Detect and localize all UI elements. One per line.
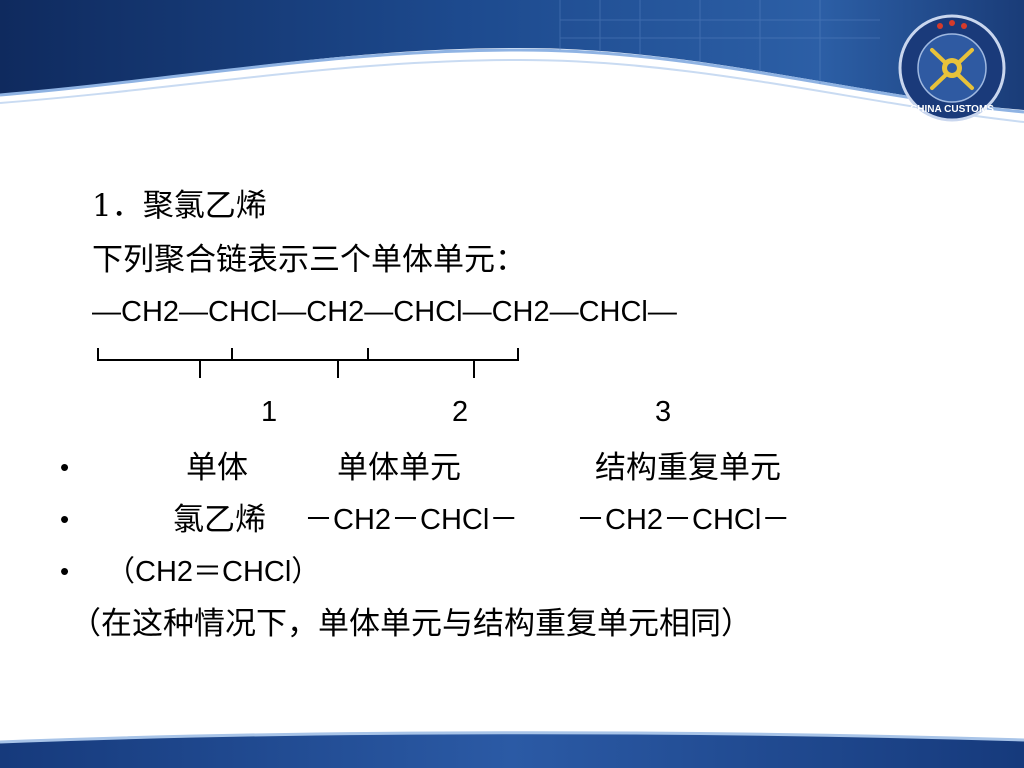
unit-bracket <box>97 348 519 378</box>
note: （在这种情况下，单体单元与结构重复单元相同） <box>70 606 752 642</box>
unit-number-1: 1 <box>261 396 278 428</box>
header-monomer: 单体 <box>186 450 248 486</box>
repeat-unit-formula: －CH2－CHCl－ <box>576 504 791 536</box>
header-repeat-unit: 结构重复单元 <box>595 450 781 486</box>
bullet-2: • <box>60 504 70 534</box>
top-banner <box>0 0 1024 123</box>
monomer-formula: （CH2＝CHCl） <box>106 556 321 588</box>
china-customs-logo: CHINA CUSTOMS <box>898 14 1006 122</box>
bullet-3: • <box>60 556 70 586</box>
monomer-name: 氯乙烯 <box>173 502 266 538</box>
unit-number-2: 2 <box>452 396 469 428</box>
bottom-banner <box>0 731 1024 768</box>
intro-text: 下列聚合链表示三个单体单元： <box>92 242 526 278</box>
svg-text:CHINA CUSTOMS: CHINA CUSTOMS <box>910 104 994 115</box>
heading: 1．聚氯乙烯 <box>92 188 267 224</box>
unit-number-3: 3 <box>655 396 672 428</box>
bullet-1: • <box>60 452 70 482</box>
monomer-unit-formula: －CH2－CHCl－ <box>304 504 519 536</box>
header-monomer-unit: 单体单元 <box>337 450 461 486</box>
polymer-chain: —CH2—CHCl—CH2—CHCl—CH2—CHCl— <box>92 296 677 328</box>
